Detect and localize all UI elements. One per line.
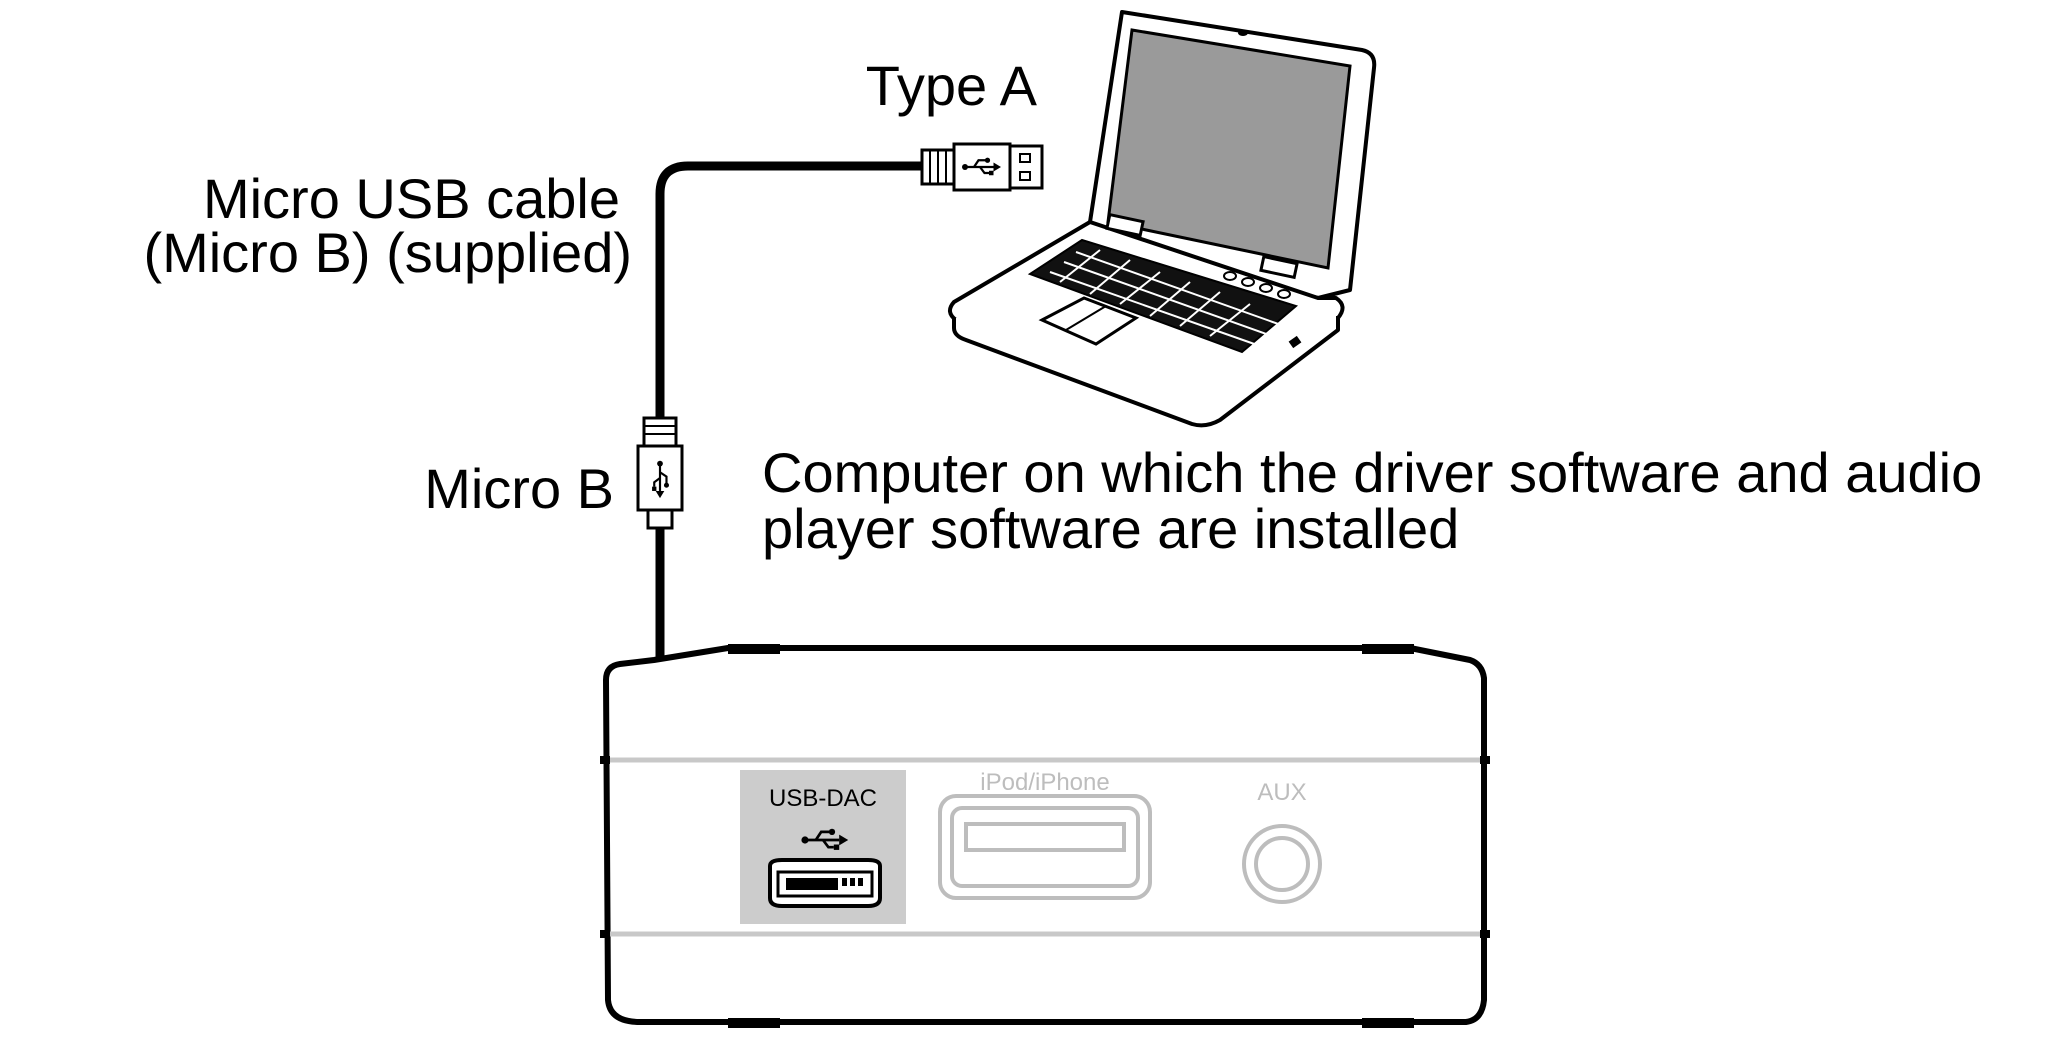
micro-usb-cable-label-line1: Micro USB cable	[203, 167, 620, 230]
type-a-plug	[920, 142, 1044, 192]
usb-a-port[interactable]	[964, 822, 1126, 852]
computer-label-line2: player software are installed	[762, 497, 1459, 560]
keyboard-keys	[1049, 249, 1285, 347]
micro-usb-cable-label-line2: (Micro B) (supplied)	[143, 221, 632, 284]
aux-jack-area: AUX	[1242, 779, 1322, 904]
usb-dac-port-area: USB-DAC	[740, 770, 906, 924]
ipod-iphone-port-area: iPod/iPhone	[938, 769, 1152, 900]
ipod-iphone-label: iPod/iPhone	[980, 769, 1109, 796]
laptop-icon	[948, 10, 1377, 428]
micro-b-plug	[636, 416, 684, 530]
computer-label-line1: Computer on which the driver software an…	[762, 441, 1982, 504]
aux-label: AUX	[1257, 779, 1306, 806]
type-a-label: Type A	[866, 54, 1038, 117]
usb-dac-label: USB-DAC	[769, 785, 877, 812]
micro-b-label: Micro B	[424, 457, 614, 520]
aux-jack[interactable]	[1254, 836, 1310, 892]
